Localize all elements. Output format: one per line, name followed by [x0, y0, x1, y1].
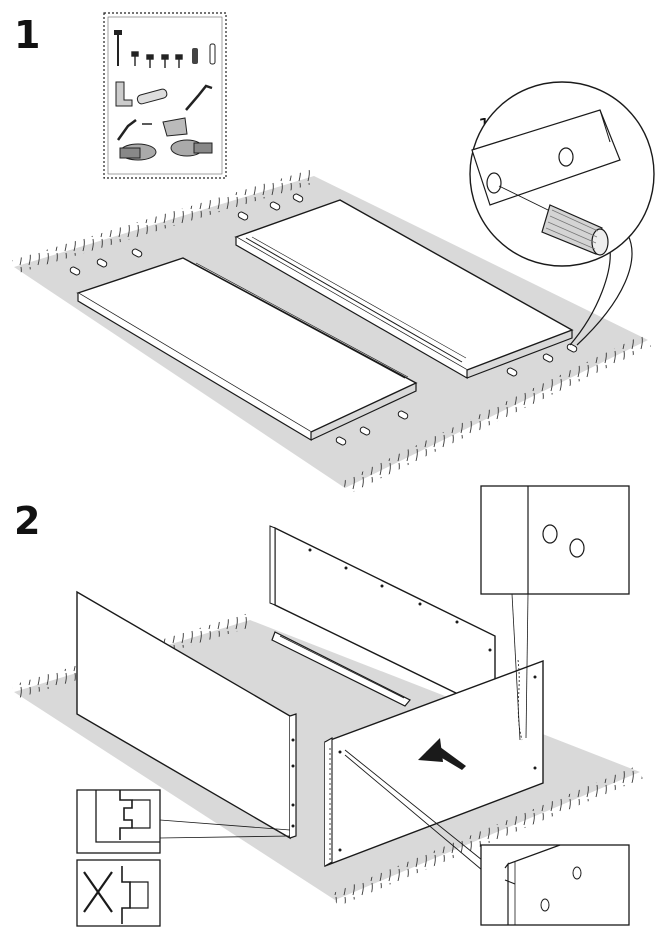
side-panel-left: [76, 257, 418, 442]
hardware-bag-icon: [103, 12, 227, 179]
step-number-1: 1: [14, 13, 41, 57]
front-side-panel: [324, 659, 544, 868]
back-side-panel: [269, 525, 496, 714]
correct-orientation-detail: [76, 789, 291, 854]
left-side-panel: [76, 590, 297, 840]
floor-mat: [11, 169, 652, 495]
dowel-detail-callout: [469, 81, 655, 346]
push-arrow-icon: [418, 738, 466, 770]
hole-detail-callout: [480, 485, 630, 741]
step-number-2: 2: [14, 499, 41, 543]
incorrect-orientation-cross-icon: [76, 859, 161, 927]
corner-detail-callout: [344, 749, 630, 926]
side-panel-right: [234, 199, 574, 380]
wooden-dowel-icon: [69, 193, 578, 446]
